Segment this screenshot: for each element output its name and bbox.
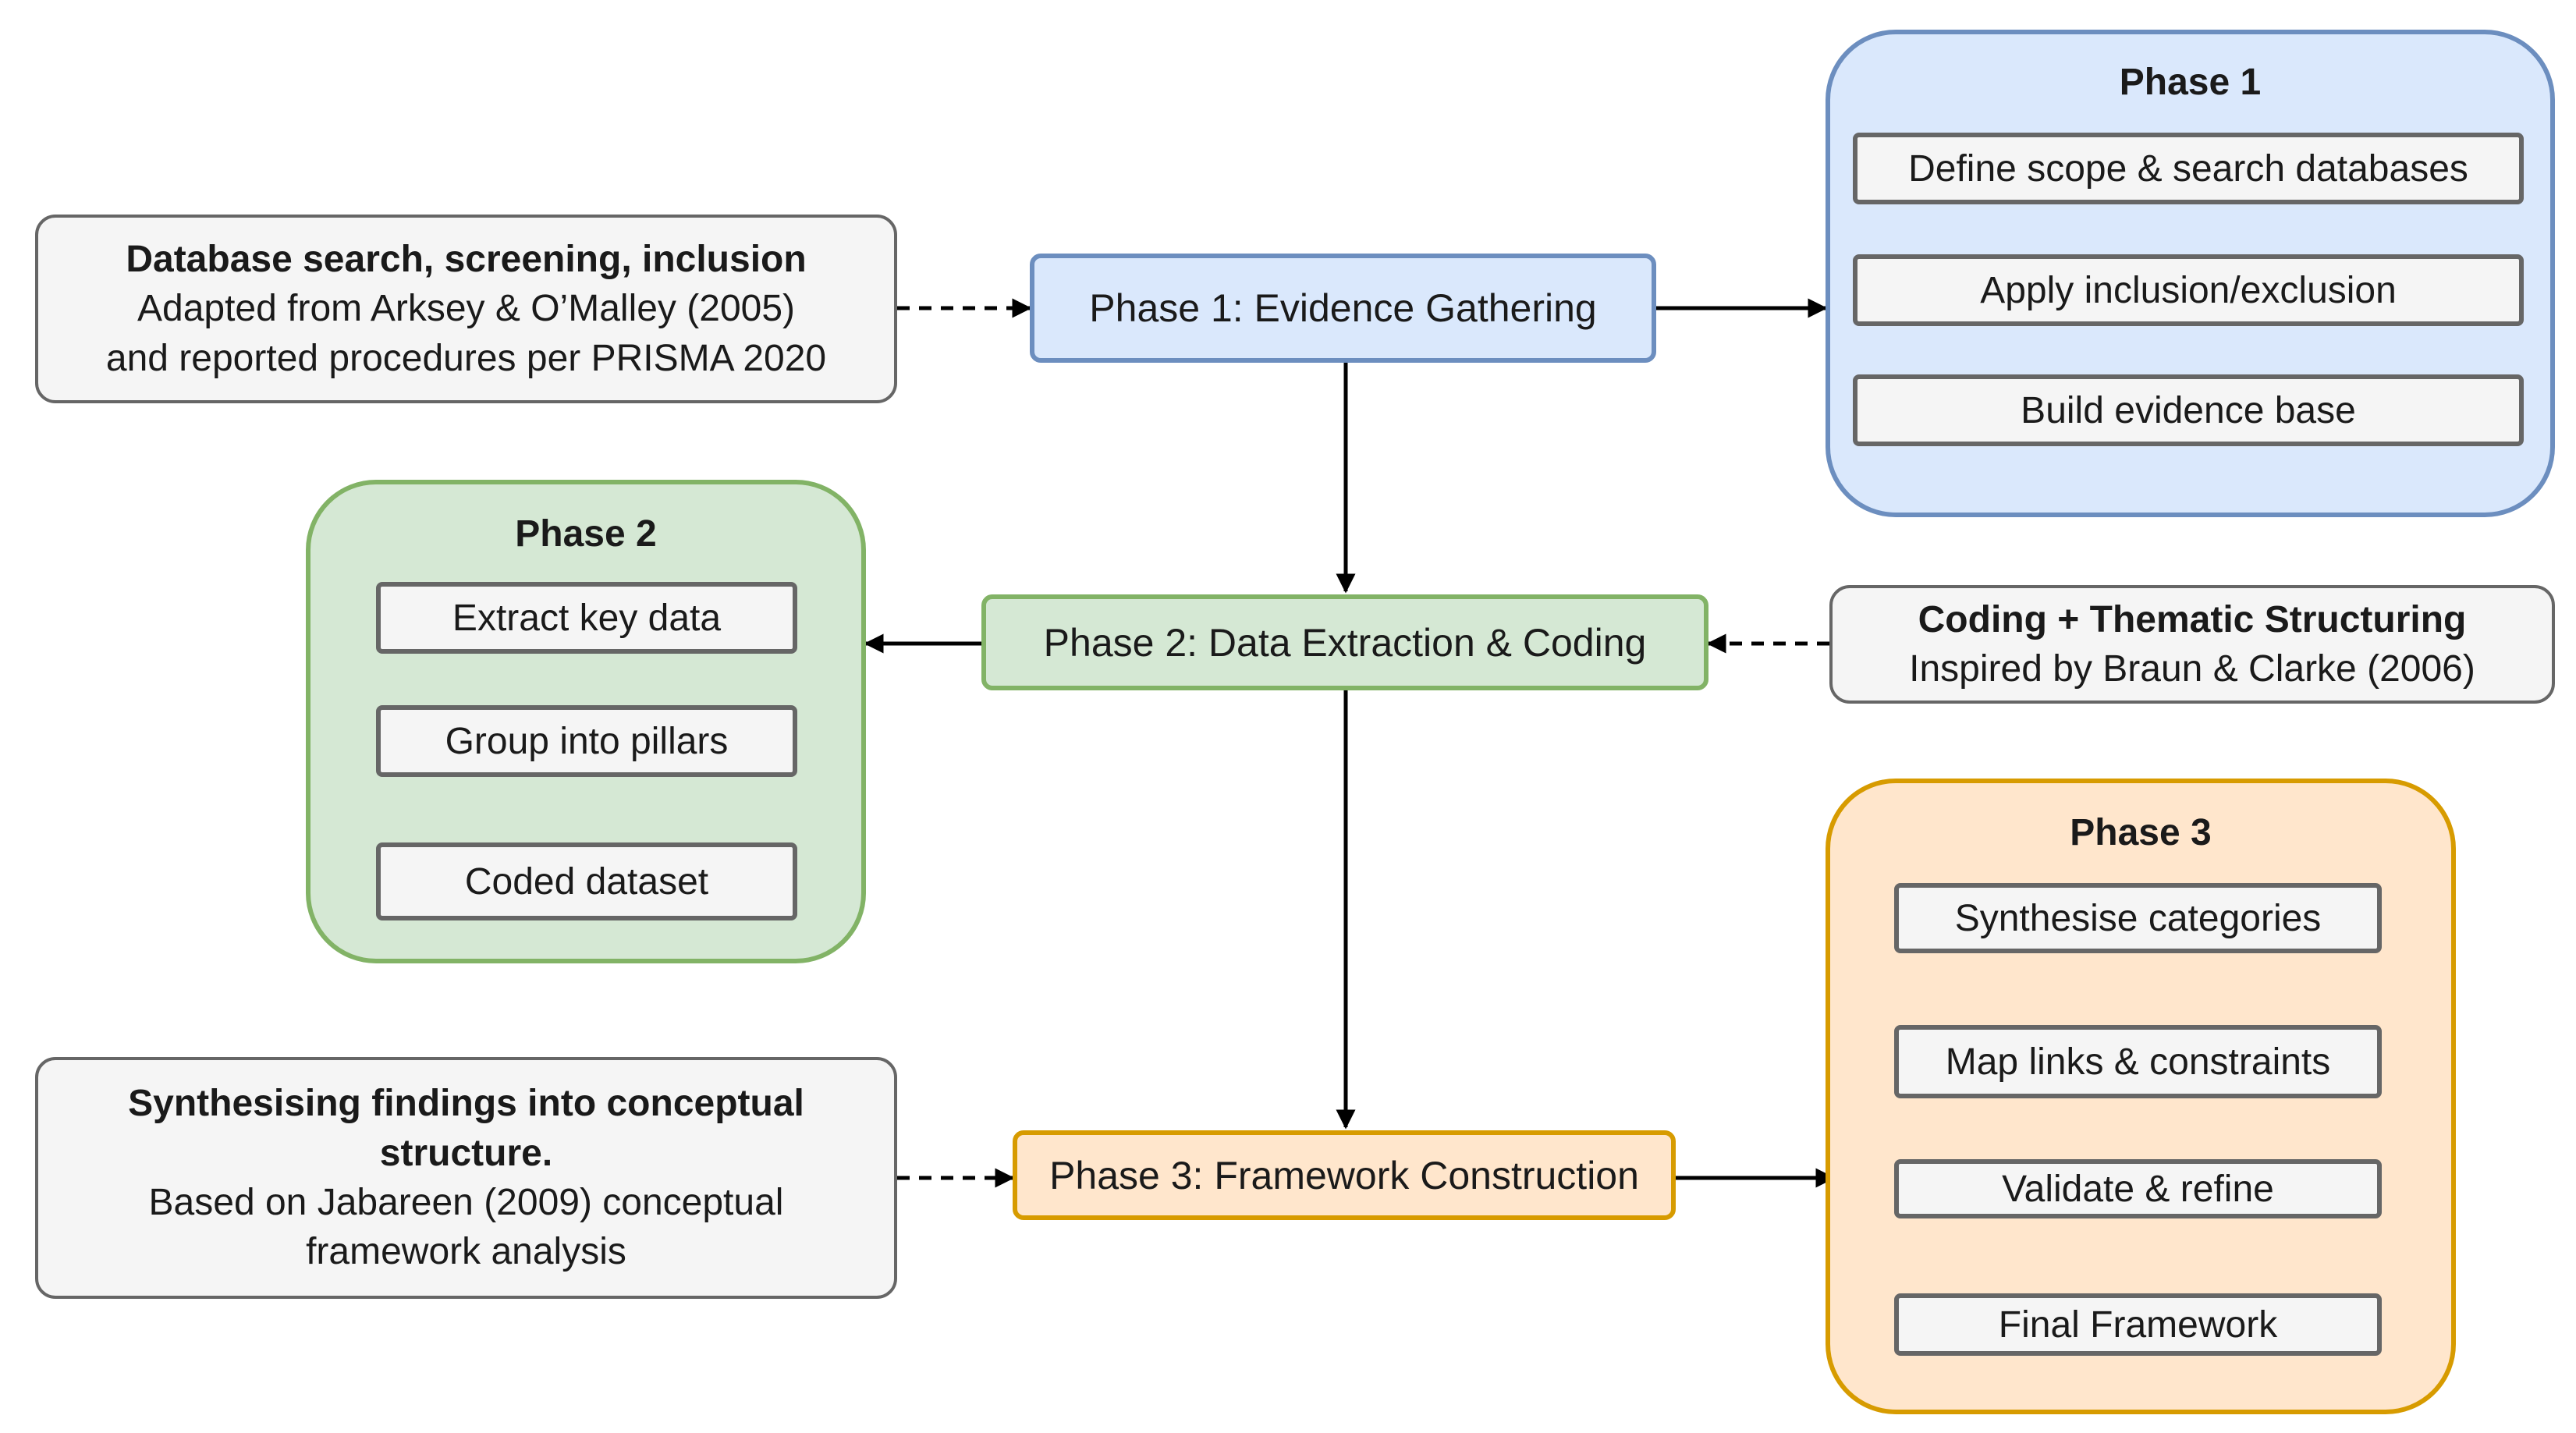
note-text: Adapted from Arksey & O’Malley (2005) — [137, 288, 796, 330]
note-title: Synthesising findings into conceptual — [128, 1083, 804, 1125]
phase1-node: Phase 1: Evidence Gathering — [1030, 254, 1656, 363]
g1-step-define-scope: Define scope & search databases — [1853, 133, 2524, 204]
note-title: Database search, screening, inclusion — [126, 238, 807, 280]
note-text: framework analysis — [306, 1231, 626, 1273]
g2-step-group-pillars: Group into pillars — [376, 705, 797, 777]
g3-step-map-links: Map links & constraints — [1894, 1025, 2382, 1098]
g3-step-validate: Validate & refine — [1894, 1159, 2382, 1218]
note-title: Coding + Thematic Structuring — [1918, 598, 2467, 640]
g2-step-extract-key-data: Extract key data — [376, 582, 797, 654]
note-phase1-method: Database search, screening, inclusion Ad… — [35, 215, 897, 403]
g1-step-build-evidence: Build evidence base — [1853, 374, 2524, 446]
group-title: Phase 1 — [2119, 62, 2262, 103]
g3-step-final-framework: Final Framework — [1894, 1293, 2382, 1356]
g3-step-synthesise: Synthesise categories — [1894, 883, 2382, 953]
note-text: Inspired by Braun & Clarke (2006) — [1909, 648, 2475, 690]
note-phase3-method: Synthesising findings into conceptual st… — [35, 1057, 897, 1299]
g2-step-coded-dataset: Coded dataset — [376, 842, 797, 920]
phase2-node: Phase 2: Data Extraction & Coding — [981, 594, 1708, 690]
note-text: Based on Jabareen (2009) conceptual — [148, 1182, 784, 1223]
group-title: Phase 3 — [2070, 812, 2212, 853]
group-title: Phase 2 — [515, 513, 657, 555]
note-title: structure. — [379, 1132, 553, 1174]
note-phase2-method: Coding + Thematic Structuring Inspired b… — [1829, 585, 2555, 704]
note-text: and reported procedures per PRISMA 2020 — [105, 337, 827, 379]
g1-step-apply-inclusion: Apply inclusion/exclusion — [1853, 254, 2524, 326]
phase3-node: Phase 3: Framework Construction — [1013, 1130, 1676, 1220]
